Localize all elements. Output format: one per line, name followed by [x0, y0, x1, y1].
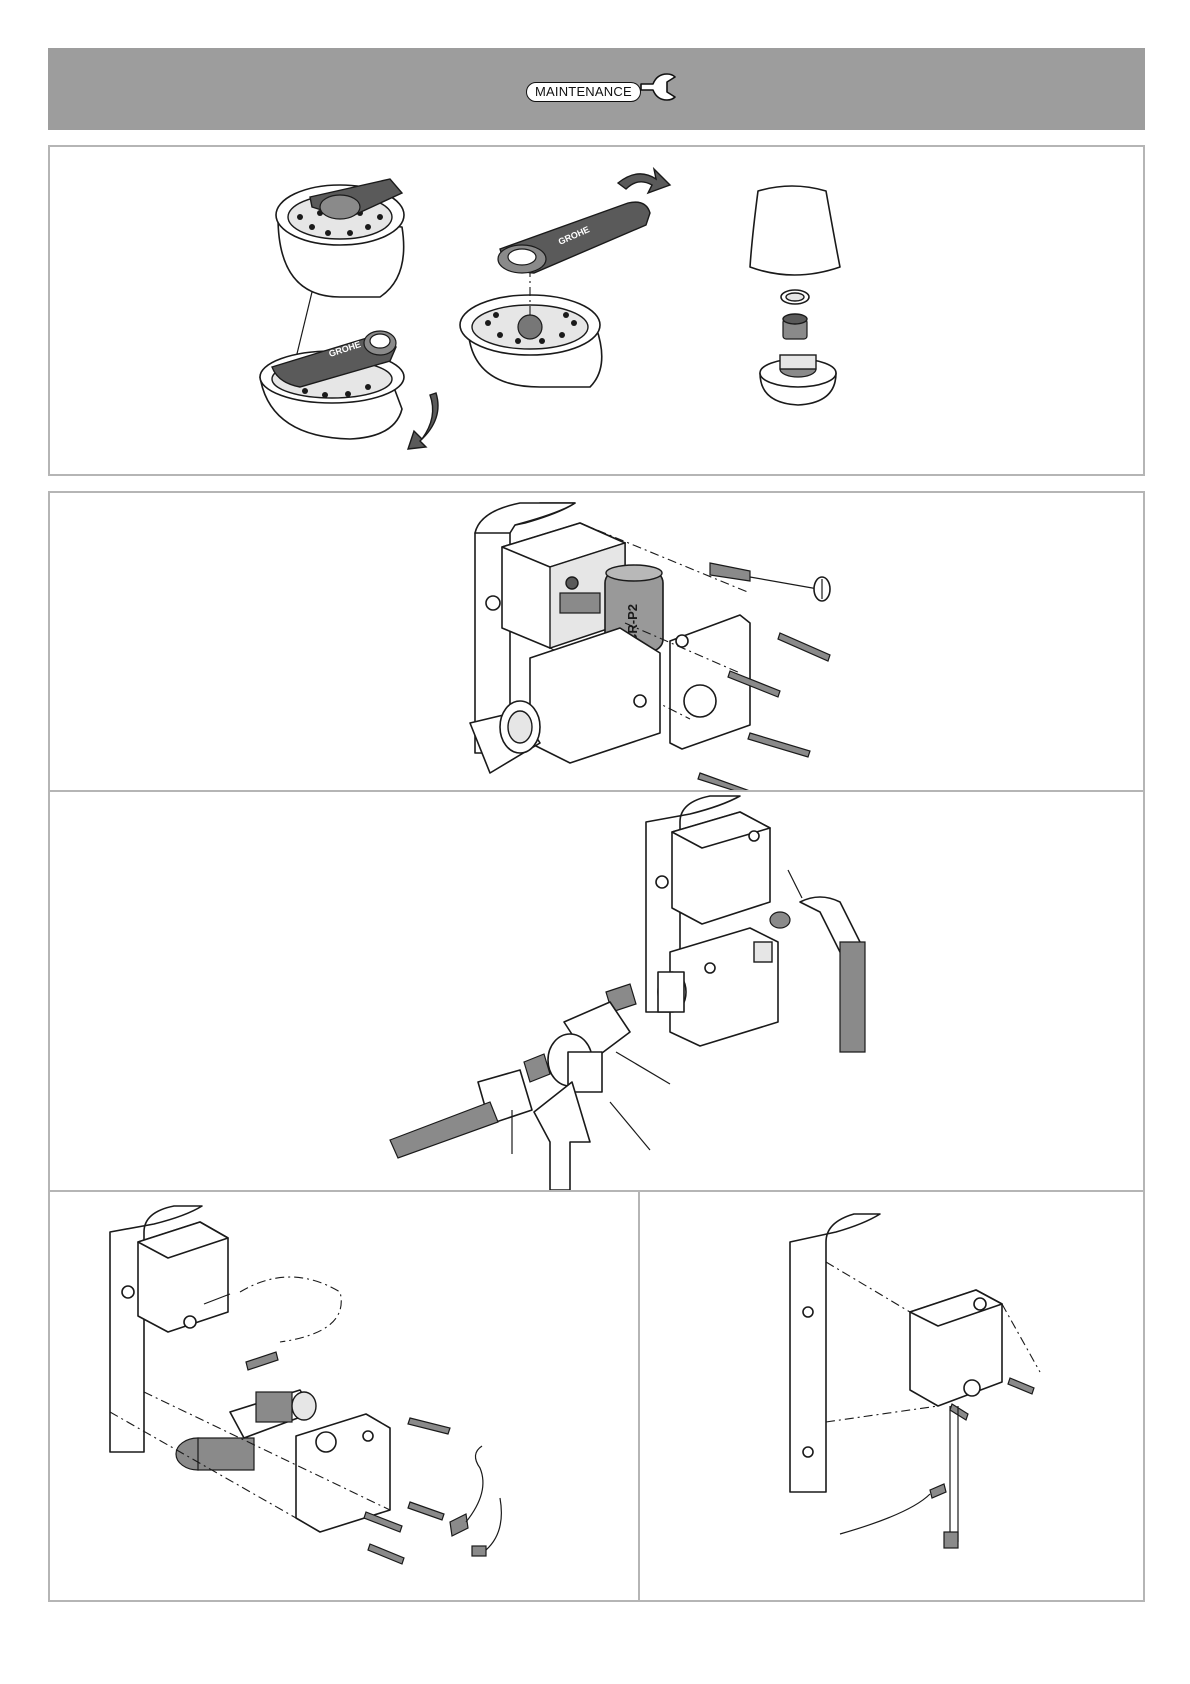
panel-hose-connection	[48, 790, 1145, 1192]
aerator-exploded-view	[750, 186, 840, 405]
solenoid-illustration	[50, 1192, 638, 1600]
wrench-icon	[639, 70, 679, 114]
tee-fitting	[534, 1002, 670, 1190]
supply-hose	[390, 1070, 532, 1158]
connection-illustration	[50, 792, 1143, 1190]
aerator-illustration: GROHE GROHE	[50, 147, 1143, 474]
panel-aerator-cleaning: GROHE GROHE	[48, 145, 1145, 476]
cable-connector	[450, 1446, 501, 1556]
panel-solenoid-valve	[48, 1190, 640, 1602]
screw-and-anchor	[710, 563, 830, 601]
electronics-box	[910, 1290, 1002, 1406]
electronics-box-illustration	[640, 1192, 1143, 1600]
maintenance-badge: MAINTENANCE	[526, 82, 679, 102]
solenoid-valve	[176, 1390, 316, 1470]
panel-electronics-box	[638, 1190, 1145, 1602]
electronics-box	[138, 1222, 228, 1332]
valve-cover	[296, 1414, 390, 1532]
mounting-plate	[790, 1214, 880, 1492]
battery-illustration: CR-P2	[50, 493, 1143, 790]
filter-insert	[524, 1054, 550, 1082]
spout-head-upper	[276, 179, 404, 297]
electronics-box	[672, 812, 770, 924]
box-cover	[670, 615, 750, 749]
spout-head-lower: GROHE	[260, 331, 438, 449]
spout-head-middle: GROHE	[460, 169, 670, 387]
section-label: MAINTENANCE	[526, 82, 641, 102]
panel-battery-replacement: CR-P2	[48, 491, 1145, 792]
sensor-cable	[840, 1406, 958, 1548]
angle-hose-fitting	[770, 870, 865, 1052]
